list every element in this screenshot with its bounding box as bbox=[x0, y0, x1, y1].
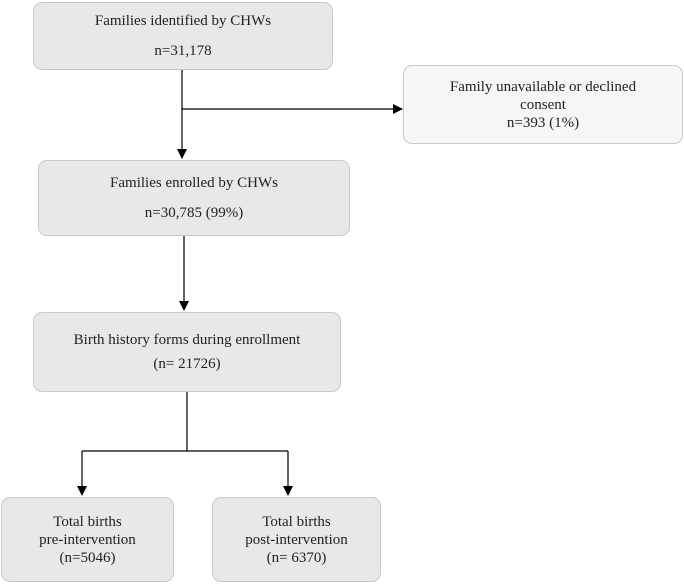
post-intervention-line2: post-intervention bbox=[245, 531, 348, 548]
post-intervention-line1: Total births bbox=[262, 513, 331, 530]
families-enrolled-box: Families enrolled by CHWs n=30,785 (99%) bbox=[38, 160, 350, 236]
families-identified-title: Families identified by CHWs bbox=[94, 13, 272, 29]
birth-history-box: Birth history forms during enrollment (n… bbox=[33, 312, 341, 392]
family-excluded-box: Family unavailable or declined consent n… bbox=[403, 65, 683, 144]
pre-intervention-line1: Total births bbox=[53, 513, 122, 530]
birth-history-count: (n= 21726) bbox=[153, 356, 221, 372]
families-identified-box: Families identified by CHWs n=31,178 bbox=[33, 2, 333, 70]
families-enrolled-title: Families enrolled by CHWs bbox=[110, 175, 278, 191]
birth-history-title: Birth history forms during enrollment bbox=[73, 332, 301, 348]
families-enrolled-count: n=30,785 (99%) bbox=[144, 205, 244, 221]
family-excluded-reason-line1: Family unavailable or declined bbox=[449, 78, 637, 95]
family-excluded-count: n=393 (1%) bbox=[506, 114, 580, 131]
families-identified-count: n=31,178 bbox=[154, 43, 212, 59]
post-intervention-box: Total births post-intervention (n= 6370) bbox=[212, 497, 381, 582]
pre-intervention-count: (n=5046) bbox=[59, 549, 116, 566]
pre-intervention-line2: pre-intervention bbox=[39, 531, 136, 548]
family-excluded-reason-line2: consent bbox=[520, 96, 566, 113]
post-intervention-count: (n= 6370) bbox=[266, 549, 327, 566]
pre-intervention-box: Total births pre-intervention (n=5046) bbox=[1, 497, 174, 582]
